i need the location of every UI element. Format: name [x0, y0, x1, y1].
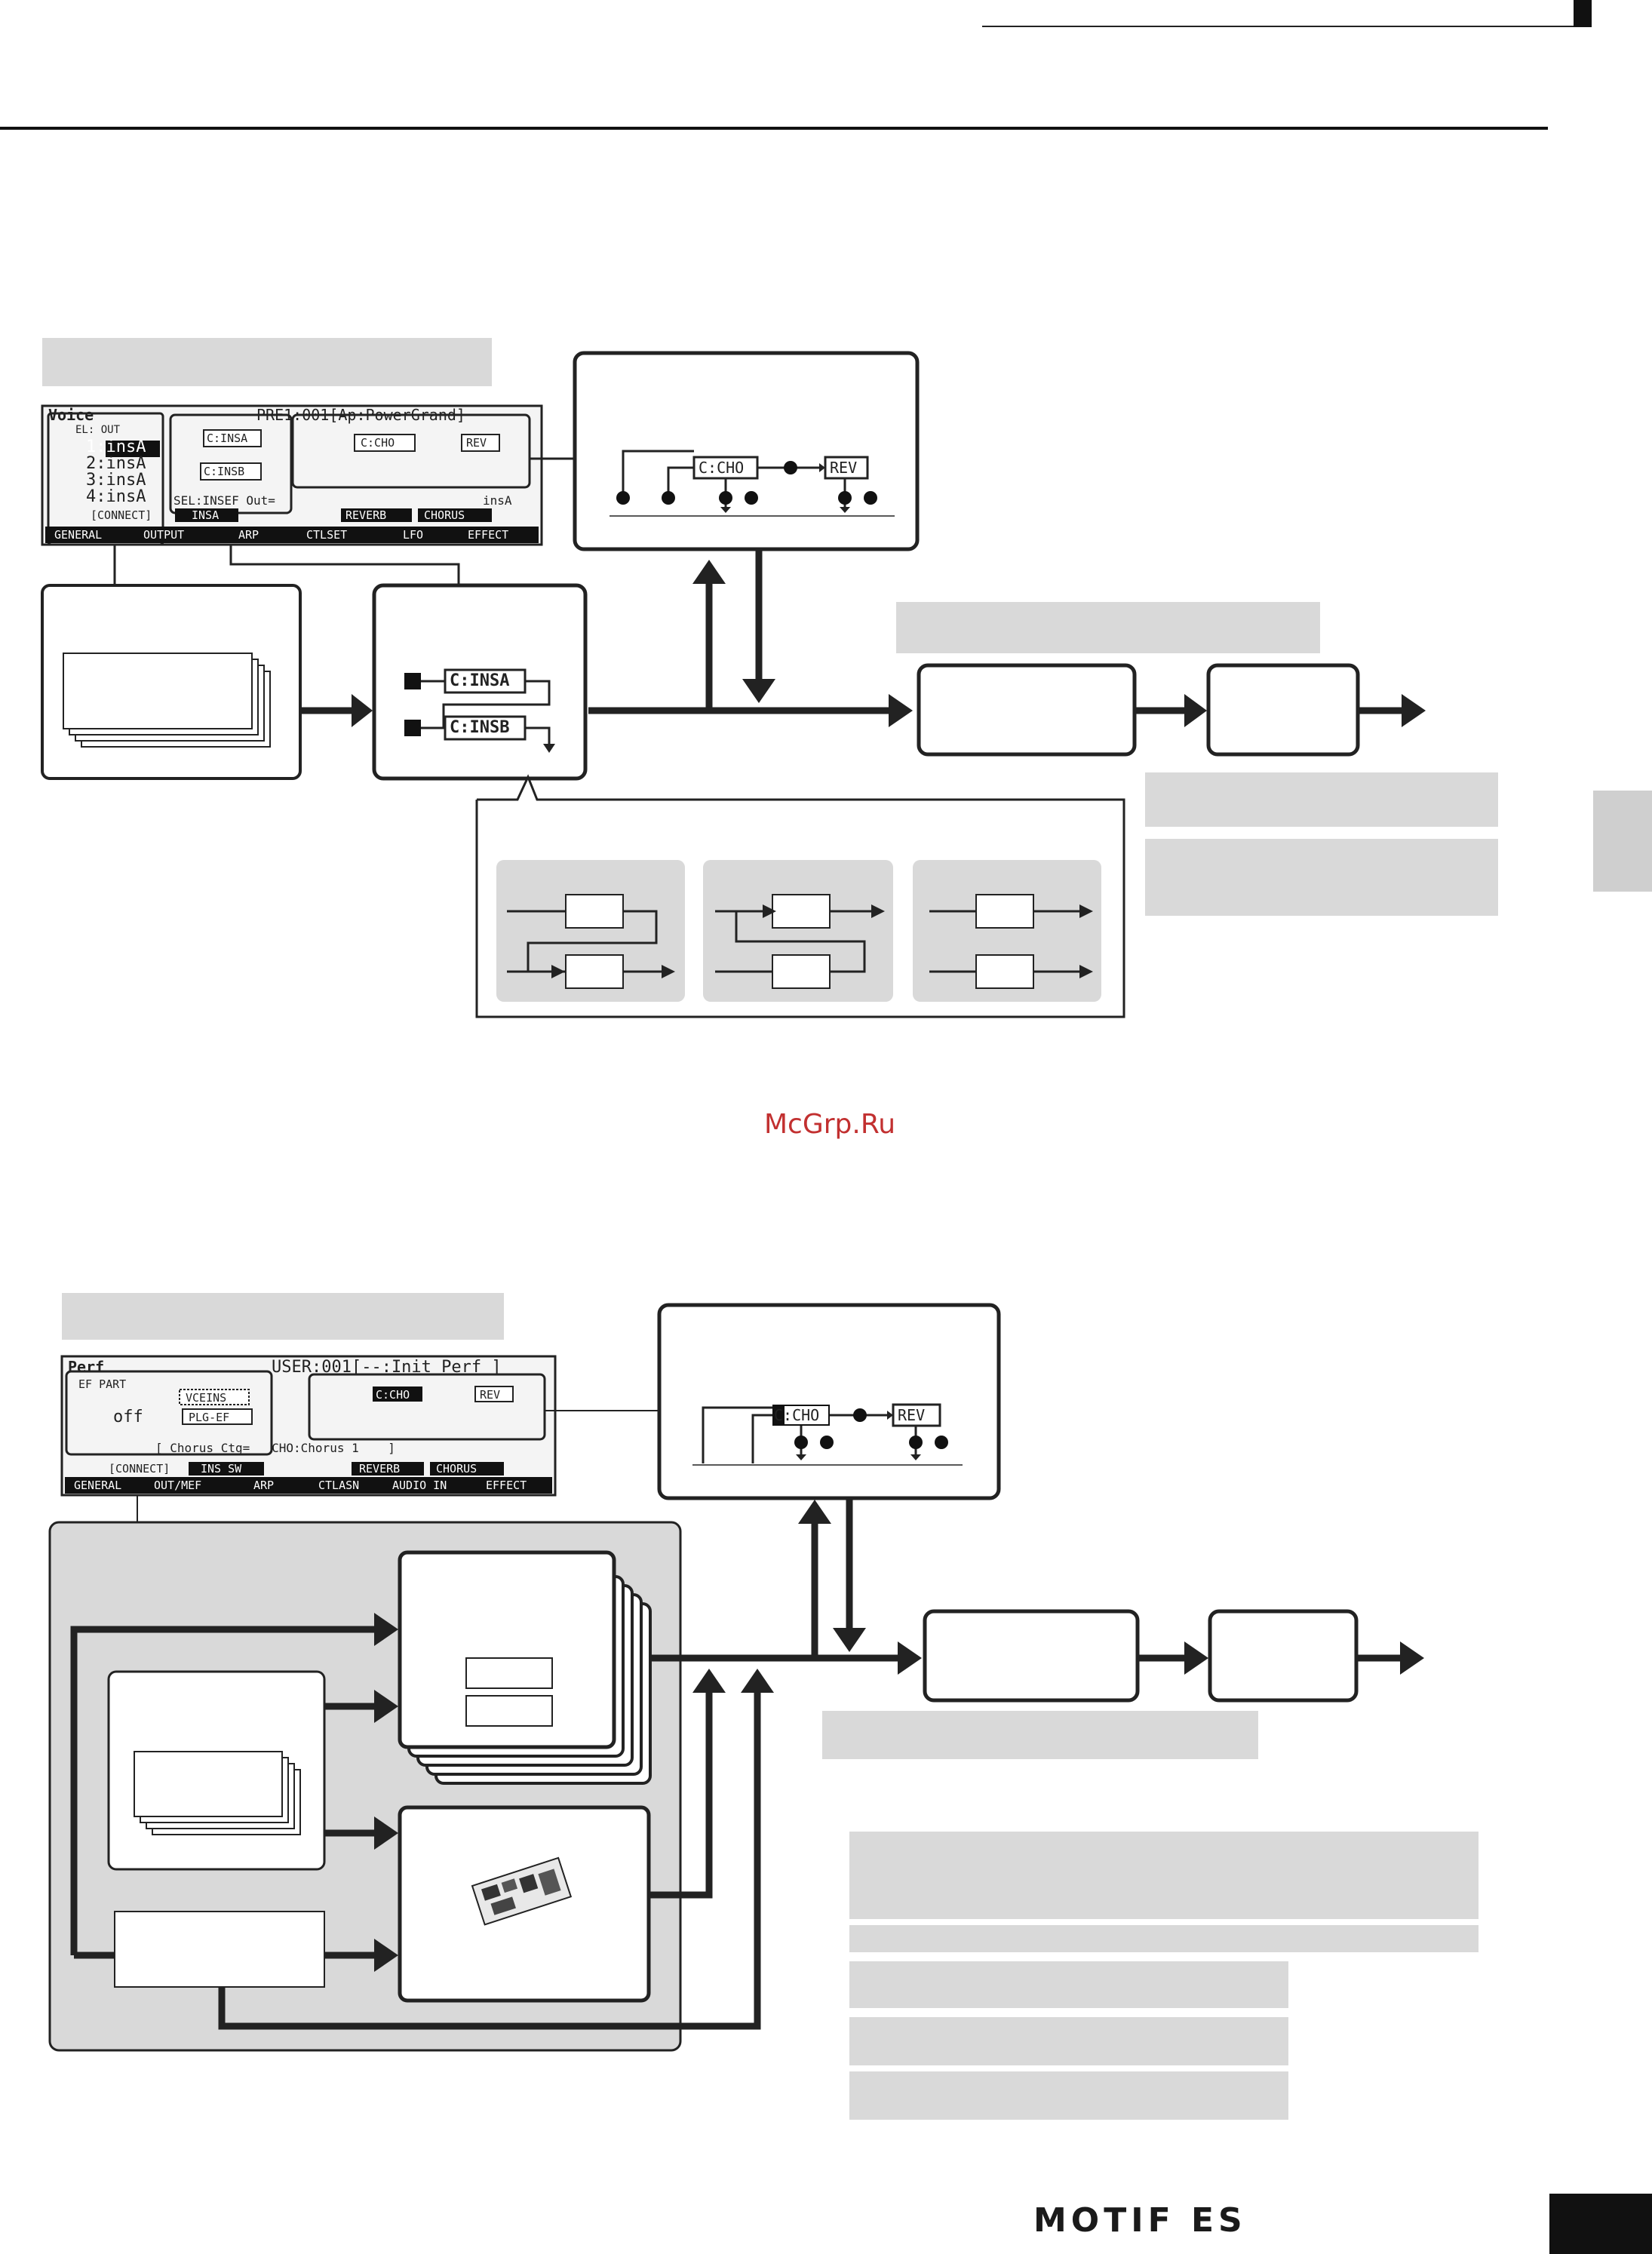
perf-zoom-cho-label: C:CHO — [774, 1406, 820, 1424]
motif-es-logo: MOTIF ES — [1033, 2201, 1247, 2240]
voice-lcd-tab-effect[interactable]: EFFECT — [468, 528, 509, 542]
perf-output-box — [1208, 1609, 1359, 1703]
voice-lcd-el-out: EL: OUT — [75, 424, 121, 436]
voice-lcd-element-row-1: 1:insA — [86, 438, 146, 456]
plugin-board-icon — [471, 1856, 573, 1926]
header-rule-long — [0, 127, 1548, 130]
voice-lcd-chorus-tab[interactable]: CHORUS — [424, 508, 465, 522]
perf-lcd-reverb[interactable]: REVERB — [359, 1462, 401, 1476]
perf-audio-in-box — [114, 1911, 325, 1988]
perf-lcd-tab-effect[interactable]: EFFECT — [486, 1479, 527, 1492]
perf-lcd-connect[interactable]: [CONNECT] — [109, 1462, 170, 1476]
voice-lcd-element-row-4: 4:insA — [86, 487, 146, 506]
perf-info-bar-5 — [849, 2071, 1288, 2120]
perf-lcd-ins-sw[interactable]: INS SW — [201, 1462, 242, 1476]
perf-lcd-plgef: PLG-EF — [189, 1411, 230, 1424]
voice-lcd-element-row-3: 3:insA — [86, 471, 146, 490]
perf-lcd-screen — [60, 1355, 557, 1497]
voice-lcd-reverb-tab[interactable]: REVERB — [345, 508, 387, 522]
voice-insertion-ins2-label: C:INSB — [450, 718, 510, 737]
voice-master-eq-box — [917, 663, 1137, 757]
voice-lcd-tab-ctlset[interactable]: CTLSET — [306, 528, 348, 542]
perf-info-bar-2 — [849, 1925, 1479, 1952]
voice-zoom-cho-label: C:CHO — [699, 459, 745, 477]
voice-lcd-element-row-2: 2:insA — [86, 454, 146, 473]
voice-lcd-insa-tab[interactable]: INSA — [192, 508, 220, 522]
voice-info-bar-1 — [1145, 772, 1498, 827]
perf-output-label-bar — [822, 1711, 1258, 1759]
voice-system-effect-box — [573, 351, 920, 551]
perf-section-heading-bar — [62, 1293, 504, 1340]
perf-lcd-chorus-line: [ Chorus Ctg= CHO:Chorus 1 ] — [155, 1441, 395, 1455]
perf-lcd-rev: REV — [480, 1388, 501, 1402]
perf-part-box — [398, 1550, 616, 1749]
perf-lcd-tab-audioin[interactable]: AUDIO IN — [392, 1479, 447, 1492]
performance-effect-diagram — [48, 1293, 1479, 2120]
perf-master-eq-box — [923, 1609, 1140, 1703]
voice-zoom-rev-label: REV — [830, 459, 858, 477]
voice-lcd-cho-box: C:CHO — [361, 436, 395, 450]
voice-effect-diagram — [41, 338, 1498, 1018]
voice-lcd-ins2-box: C:INSB — [204, 465, 245, 478]
voice-lcd-ins1-box: C:INSA — [207, 431, 248, 445]
perf-lcd-vceins: VCEINS — [186, 1391, 227, 1405]
voice-lcd-connect[interactable]: [CONNECT] — [91, 508, 152, 522]
perf-lcd-cho: C:CHO — [376, 1388, 410, 1402]
voice-lcd-tab-arp[interactable]: ARP — [238, 528, 259, 542]
voice-output-box — [1206, 663, 1360, 757]
voice-lcd-sel-right: insA — [483, 493, 512, 508]
voice-lcd-tab-lfo[interactable]: LFO — [403, 528, 424, 542]
perf-lcd-tab-ctlasn[interactable]: CTLASN — [318, 1479, 360, 1492]
perf-lcd-ef-part: EF PART — [78, 1377, 127, 1391]
page-number-block — [1549, 2194, 1652, 2254]
perf-lcd-tab-arp[interactable]: ARP — [253, 1479, 275, 1492]
voice-lcd-sel: SEL:INSEF Out= — [173, 493, 275, 508]
voice-lcd-tab-general[interactable]: GENERAL — [54, 528, 103, 542]
voice-lcd-tab-output[interactable]: OUTPUT — [143, 528, 185, 542]
header-rule-short — [982, 26, 1578, 27]
perf-zoom-rev-label: REV — [898, 1406, 926, 1424]
perf-lcd-header-left: Perf — [68, 1358, 105, 1376]
watermark: McGrp.Ru — [763, 1109, 896, 1140]
voice-insertion-ins1-label: C:INSA — [450, 671, 510, 690]
perf-info-bar-4 — [849, 2017, 1288, 2065]
header-corner-marker — [1574, 0, 1592, 27]
perf-lcd-tab-general[interactable]: GENERAL — [74, 1479, 122, 1492]
voice-section-heading-bar — [42, 338, 492, 386]
perf-info-bar-3 — [849, 1961, 1288, 2008]
perf-lcd-off: off — [113, 1408, 143, 1426]
voice-info-bar-2 — [1145, 839, 1498, 916]
side-tab — [1593, 791, 1652, 892]
voice-lcd-rev-box: REV — [466, 436, 487, 450]
perf-lcd-chorus[interactable]: CHORUS — [436, 1462, 477, 1476]
voice-lcd-header-left: Voice — [48, 406, 94, 424]
perf-lcd-tab-outmef[interactable]: OUT/MEF — [154, 1479, 202, 1492]
voice-lcd-header-right: PRE1:001[Ap:PowerGrand] — [256, 406, 465, 424]
voice-output-label-bar — [896, 602, 1320, 653]
perf-lcd-header-right: USER:001[--:Init Perf ] — [272, 1358, 502, 1377]
perf-system-effect-box — [657, 1303, 1001, 1500]
voice-lcd-screen — [41, 404, 543, 546]
perf-info-bar-1 — [849, 1832, 1479, 1919]
